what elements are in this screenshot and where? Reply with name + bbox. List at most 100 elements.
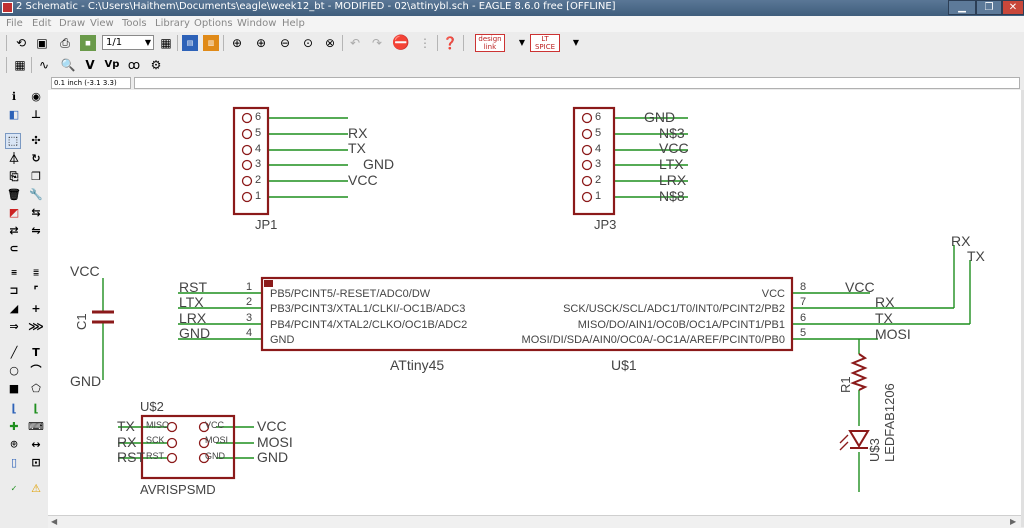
move-icon[interactable]: ✣: [31, 134, 41, 147]
zoom-fit-icon[interactable]: ⊕: [231, 36, 243, 50]
delete-icon[interactable]: 🗑: [7, 188, 21, 201]
dimension-icon[interactable]: ↔: [31, 438, 41, 451]
minimize-button[interactable]: ▁: [948, 0, 976, 15]
polygon-icon[interactable]: ⬠: [31, 382, 41, 395]
capacitor-c1[interactable]: C1: [74, 310, 114, 330]
wire-bend-icon[interactable]: ∿: [38, 58, 50, 72]
optimize-icon[interactable]: +: [31, 302, 41, 315]
ic-attiny45[interactable]: PB5/PCINT5/-RESET/ADC0/DW PB3/PCINT3/XTA…: [246, 276, 806, 373]
menu-file[interactable]: File: [6, 18, 23, 29]
board-switch-icon[interactable]: ▤: [182, 35, 198, 51]
chevron-down-icon[interactable]: ▼: [572, 38, 580, 47]
horizontal-scrollbar[interactable]: ◀ ▶: [48, 515, 1021, 528]
net-label: GND: [363, 156, 394, 172]
open-icon[interactable]: ⟲: [15, 36, 27, 50]
value-icon[interactable]: V: [85, 58, 95, 72]
resistor-r1[interactable]: R1: [838, 353, 868, 393]
frame-icon[interactable]: ▯: [10, 456, 18, 469]
menu-edit[interactable]: Edit: [32, 18, 52, 29]
name-icon[interactable]: ≡: [10, 268, 18, 277]
zoom-in-icon[interactable]: ⊕: [255, 36, 267, 50]
menu-help[interactable]: Help: [282, 18, 305, 29]
command-line-input[interactable]: [134, 77, 1020, 89]
menu-window[interactable]: Window: [237, 18, 277, 29]
zoom-redraw-icon[interactable]: ⊙: [302, 36, 314, 50]
scroll-right-icon[interactable]: ▶: [1010, 517, 1017, 526]
net-label: GND: [257, 449, 288, 465]
go-icon[interactable]: ⋮: [419, 36, 431, 50]
label-icon[interactable]: ⌨: [28, 420, 44, 433]
show-icon[interactable]: ◉: [31, 90, 41, 103]
circle-icon[interactable]: ○: [9, 364, 19, 377]
bus-icon[interactable]: ⇒: [9, 320, 19, 333]
replace-icon[interactable]: ⇆: [31, 206, 41, 219]
avr-isp-header[interactable]: MISO SCK RST VCC MOSI GND U$2 AVRISPSMD: [140, 399, 236, 497]
rotate-icon[interactable]: ↻: [31, 152, 41, 165]
design-link-button[interactable]: design link: [475, 34, 505, 52]
split-icon[interactable]: ◢: [9, 302, 19, 315]
module-icon[interactable]: ⊡: [31, 456, 41, 469]
close-button[interactable]: ✕: [1002, 0, 1024, 15]
schematic-canvas[interactable]: 6 5 4 3 2 1 JP1 RX TX GND VCC 6 5 4 3 2 …: [48, 90, 1021, 515]
grid-icon[interactable]: ▦: [14, 58, 26, 72]
print-icon[interactable]: ⎙: [60, 36, 70, 50]
menu-library[interactable]: Library: [155, 18, 190, 29]
zoom-select-icon[interactable]: ⊗: [324, 36, 336, 50]
attribute-icon[interactable]: Vp: [104, 59, 120, 70]
smash-icon[interactable]: ⊐: [9, 284, 19, 297]
menu-draw[interactable]: Draw: [59, 18, 86, 29]
menu-view[interactable]: View: [90, 18, 114, 29]
warning-icon[interactable]: ⚠: [31, 482, 41, 495]
connection-icon[interactable]: ꝏ: [127, 58, 141, 72]
gear-icon[interactable]: ⚙: [150, 58, 162, 72]
paste-icon[interactable]: ❐: [31, 170, 41, 183]
line-icon[interactable]: ╱: [10, 346, 18, 359]
mirror-icon[interactable]: ⏃: [8, 152, 20, 165]
connector-jp3[interactable]: 6 5 4 3 2 1 JP3: [572, 106, 616, 232]
copy-icon[interactable]: ⎘: [9, 170, 19, 183]
net-icon[interactable]: ⌊: [33, 402, 39, 415]
led-u3[interactable]: U$3 LEDFAB1206: [839, 383, 897, 462]
select-icon[interactable]: ⬚: [5, 133, 21, 149]
mark-icon[interactable]: ⊥: [30, 108, 42, 121]
info-icon[interactable]: ℹ: [11, 90, 17, 103]
ltspice-button[interactable]: LT SPICE: [530, 34, 560, 52]
erc-icon[interactable]: ✓: [10, 484, 18, 493]
sheet-select[interactable]: 1/1▼: [102, 35, 154, 50]
cam-processor-icon[interactable]: ◼: [80, 35, 96, 51]
wrench-icon[interactable]: 🔧: [29, 188, 43, 201]
vertical-scrollbar[interactable]: [1021, 90, 1024, 527]
use-library-icon[interactable]: ▥: [203, 35, 219, 51]
add-part-icon[interactable]: ◩: [8, 206, 20, 219]
junction-icon[interactable]: ✚: [9, 420, 19, 433]
connector-jp1[interactable]: 6 5 4 3 2 1 JP1: [232, 106, 277, 232]
stop-icon[interactable]: ⛔: [392, 35, 410, 51]
bus-draw-icon[interactable]: ⌊: [11, 402, 17, 415]
sheet-manager-icon[interactable]: ▦: [160, 36, 172, 50]
pin1-marker: [264, 280, 273, 287]
scroll-left-icon[interactable]: ◀: [51, 517, 58, 526]
zoom-out-icon[interactable]: ⊖: [279, 36, 291, 50]
save-icon[interactable]: ▣: [36, 36, 48, 50]
pinswap-icon[interactable]: ⇄: [9, 224, 19, 237]
miter-icon[interactable]: ⌜: [33, 284, 39, 297]
rectangle-icon[interactable]: ■: [8, 382, 20, 395]
net-label: VCC: [659, 140, 689, 156]
help-icon[interactable]: ❓: [442, 36, 458, 50]
gateswap-icon[interactable]: ⇋: [31, 224, 41, 237]
maximize-button[interactable]: ❐: [976, 0, 1002, 15]
arc-icon[interactable]: ⌒: [30, 364, 42, 377]
attribute-tool-icon[interactable]: ⌾: [10, 438, 18, 451]
menu-tools[interactable]: Tools: [122, 18, 147, 29]
search-icon[interactable]: 🔍: [60, 58, 76, 72]
redo-icon[interactable]: ↷: [371, 36, 383, 50]
menu-options[interactable]: Options: [194, 18, 233, 29]
undo-icon[interactable]: ↶: [349, 36, 361, 50]
net-class-icon[interactable]: ⋙: [28, 320, 44, 333]
chevron-down-icon[interactable]: ▼: [518, 38, 526, 47]
text-icon[interactable]: T: [32, 346, 40, 359]
invoke-icon[interactable]: ⊂: [9, 242, 19, 255]
value-text-icon[interactable]: ≣: [32, 268, 40, 277]
layer-display-icon[interactable]: ◧: [8, 108, 20, 121]
schematic-drawing[interactable]: 6 5 4 3 2 1 JP1 RX TX GND VCC 6 5 4 3 2 …: [48, 90, 1021, 515]
